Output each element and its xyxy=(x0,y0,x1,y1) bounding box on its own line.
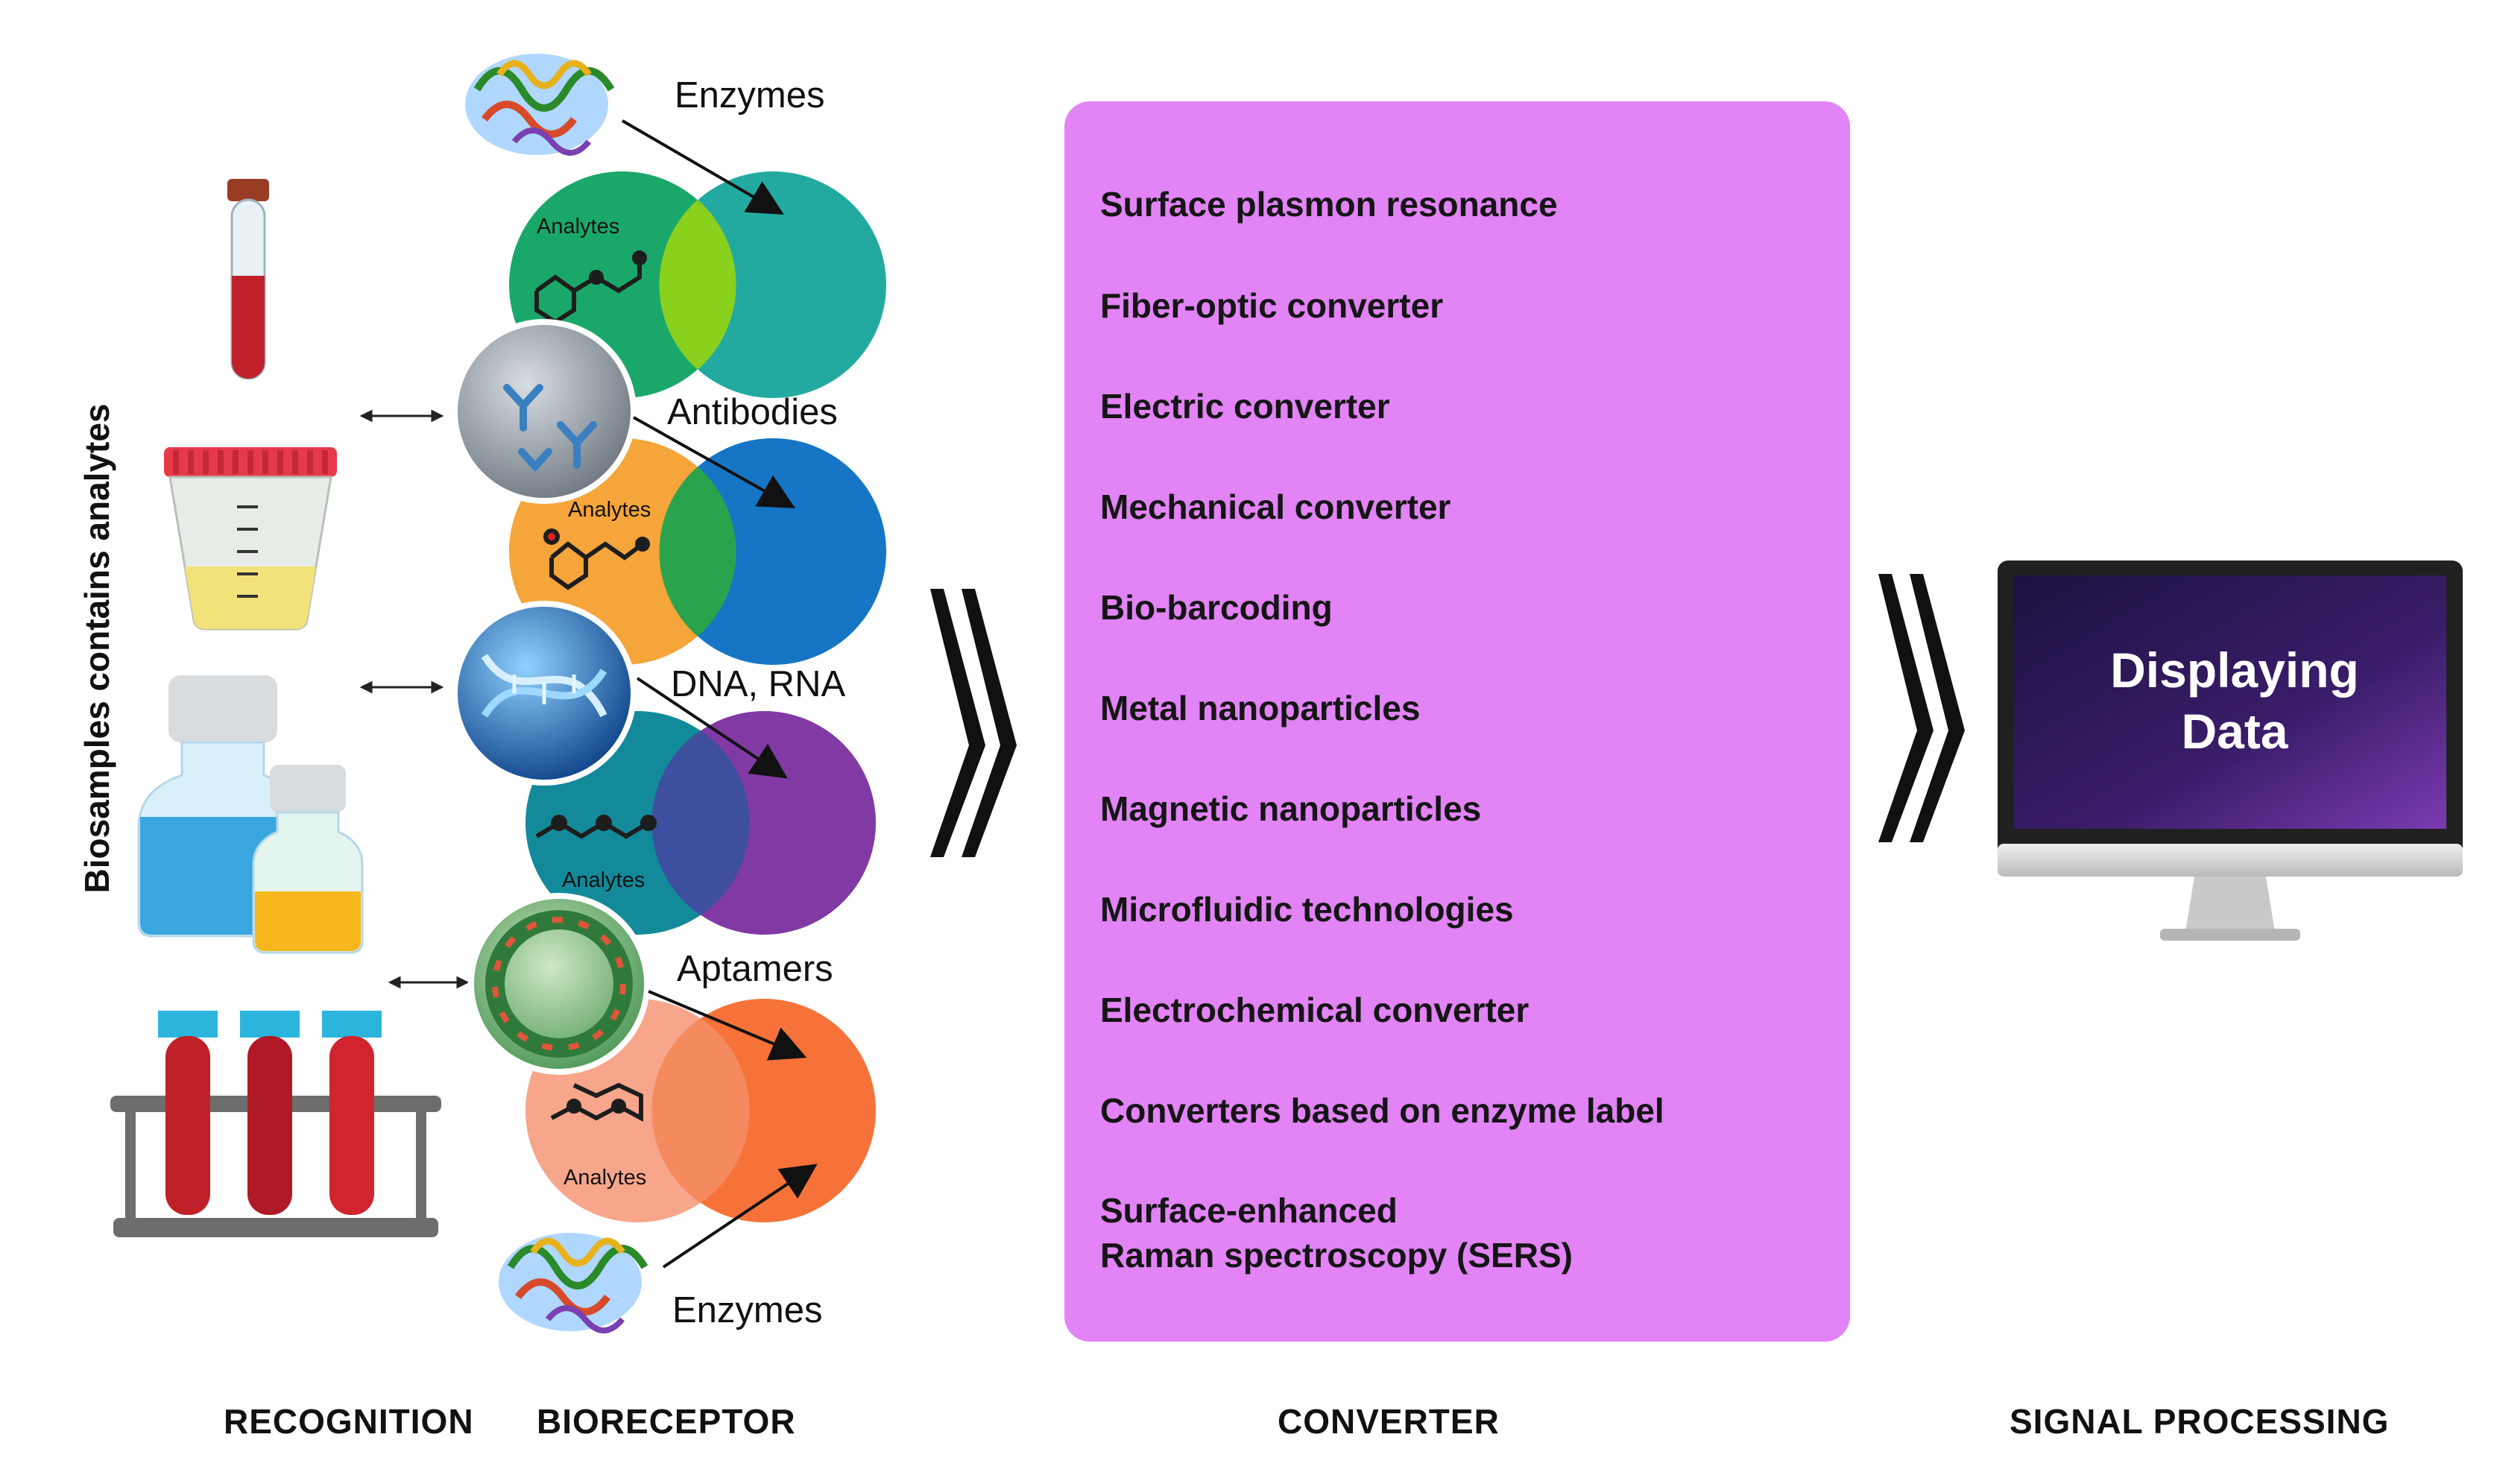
converter-item: Electrochemical converter xyxy=(1100,991,1530,1029)
label-bioreceptor: BIORECEPTOR xyxy=(537,1402,796,1441)
label-antibodies: Antibodies xyxy=(667,392,838,432)
enzyme-protein-icon-bottom xyxy=(499,1233,648,1333)
label-converter: CONVERTER xyxy=(1278,1402,1500,1441)
test-tube-rack-icon xyxy=(110,1011,441,1237)
aptamer-magnifier-icon xyxy=(468,893,650,1075)
flow-chevron-icon-2 xyxy=(1878,574,1965,842)
label-signal-processing: SIGNAL PROCESSING xyxy=(2010,1402,2390,1441)
converter-item: Mechanical converter xyxy=(1100,487,1451,526)
dna-magnifier-icon xyxy=(452,601,637,786)
monitor-line-1: Displaying xyxy=(2110,642,2359,698)
monitor-display-text: Displaying Data xyxy=(2004,640,2466,762)
converter-item: Metal nanoparticles xyxy=(1100,689,1421,727)
converter-item: Bio-barcoding xyxy=(1100,588,1333,627)
label-dna-rna: DNA, RNA xyxy=(671,664,846,704)
antibody-magnifier-icon xyxy=(452,319,637,504)
converter-item: Fiber-optic converter xyxy=(1100,286,1444,325)
converter-item: Raman spectroscopy (SERS) xyxy=(1100,1236,1573,1275)
analytes-label: Analytes xyxy=(568,498,651,522)
converter-item: Converters based on enzyme label xyxy=(1100,1091,1664,1130)
label-enzymes-top: Enzymes xyxy=(675,75,825,116)
flow-chevron-icon-1 xyxy=(930,589,1017,857)
double-arrow-icons xyxy=(359,409,470,989)
urine-container-icon xyxy=(164,447,337,631)
enzyme-protein-icon-top xyxy=(465,54,615,156)
analytes-label: Analytes xyxy=(564,1166,647,1190)
analytes-label: Analytes xyxy=(562,868,645,892)
converter-item: Magnetic nanoparticles xyxy=(1100,789,1482,828)
converter-item: Surface-enhanced xyxy=(1100,1191,1398,1230)
analytes-label: Analytes xyxy=(537,215,620,239)
converter-item: Electric converter xyxy=(1100,387,1390,426)
receptor-arrows xyxy=(621,119,818,1269)
converter-item: Microfluidic technologies xyxy=(1100,890,1514,929)
biosamples-side-label: Biosamples contains analytes xyxy=(78,403,116,894)
blood-tube-icon xyxy=(227,179,269,380)
label-enzymes-bottom: Enzymes xyxy=(672,1290,823,1330)
monitor-line-2: Data xyxy=(2181,704,2288,759)
reagent-bottles-icon xyxy=(137,675,364,954)
analyte-molecule-icons xyxy=(534,250,657,1122)
converter-item: Surface plasmon resonance xyxy=(1100,185,1558,224)
monitor-icon xyxy=(1998,561,2463,941)
label-aptamers: Aptamers xyxy=(677,949,833,989)
converter-panel xyxy=(1064,101,1850,1342)
label-recognition: RECOGNITION xyxy=(224,1402,474,1441)
